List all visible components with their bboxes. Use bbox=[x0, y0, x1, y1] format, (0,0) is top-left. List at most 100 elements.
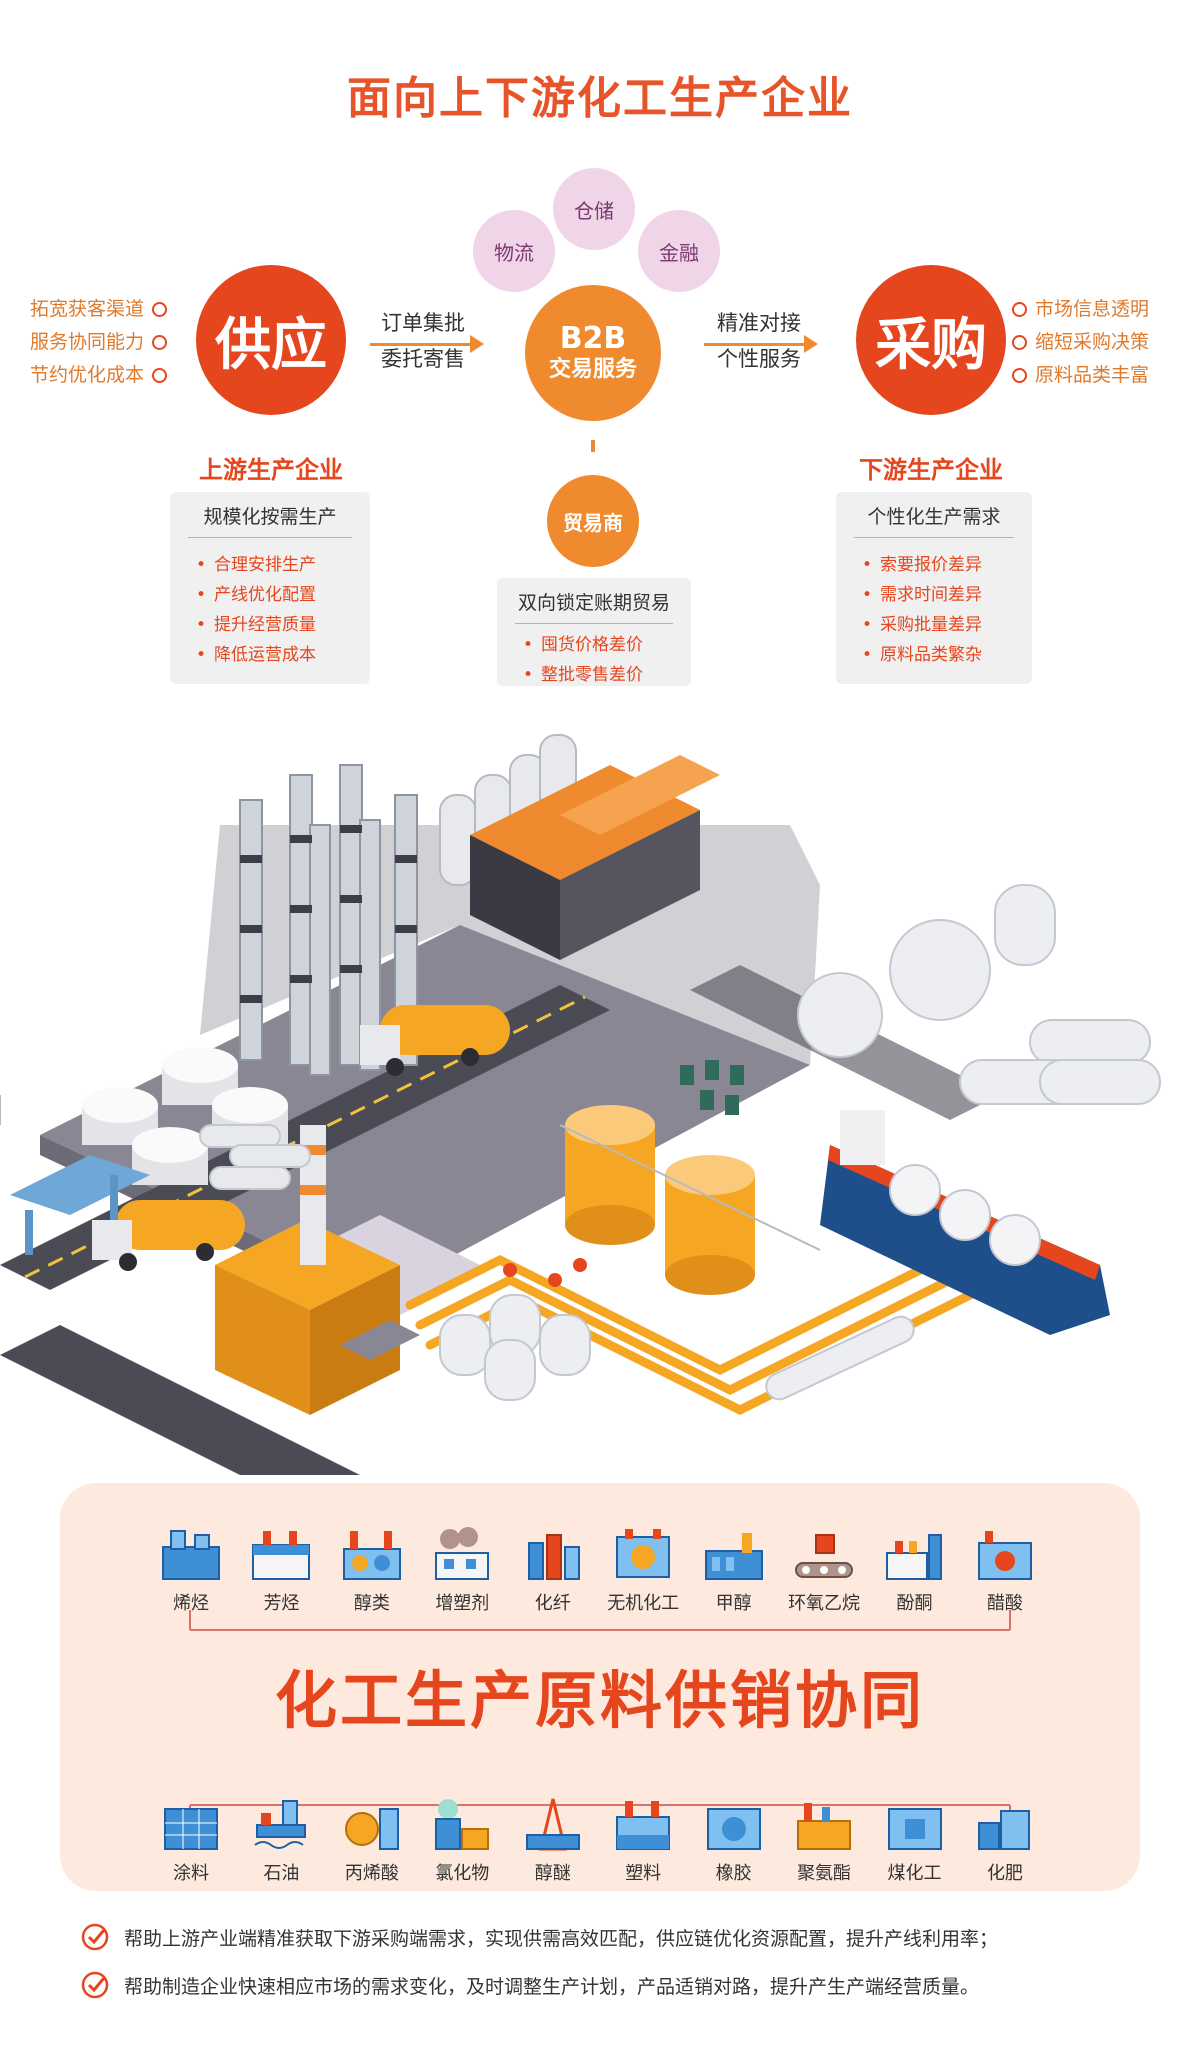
card-header: 规模化按需生产 bbox=[188, 492, 352, 538]
benefit-line: 帮助制造企业快速相应市场的需求变化，及时调整生产计划，产品适销对路，提升产生产端… bbox=[80, 1970, 979, 2000]
material-label: 烯烃 bbox=[173, 1593, 209, 1614]
chloride-plant-icon bbox=[435, 1799, 490, 1850]
arrow-line bbox=[370, 343, 470, 346]
card-item: 原料品类繁杂 bbox=[862, 640, 1032, 670]
rubber-leaf-icon bbox=[706, 1808, 761, 1850]
hub-subtitle: 交易服务 bbox=[548, 357, 637, 382]
purchase-card: 个性化生产需求 索要报价差异 需求时间差异 采购批量差异 原料品类繁杂 bbox=[836, 492, 1032, 684]
fiber-plant-icon bbox=[527, 1534, 580, 1580]
material-label: 醋酸 bbox=[986, 1593, 1023, 1614]
material-item: 橡胶 bbox=[691, 1795, 777, 1885]
arrow-right-icon bbox=[470, 335, 484, 353]
supply-card: 规模化按需生产 合理安排生产 产线优化配置 提升经营质量 降低运营成本 bbox=[170, 492, 370, 684]
card-item: 索要报价差异 bbox=[862, 550, 1032, 580]
check-circle-icon bbox=[81, 1971, 109, 1999]
material-item: 涂料 bbox=[148, 1795, 234, 1885]
material-item: 醇类 bbox=[329, 1525, 415, 1615]
b2b-hub: B2B 交易服务 bbox=[525, 285, 661, 421]
page-title: 面向上下游化工生产企业 bbox=[347, 73, 853, 124]
coating-solar-icon bbox=[164, 1808, 218, 1850]
material-label: 氯化物 bbox=[435, 1863, 490, 1884]
ring-icon bbox=[152, 302, 168, 317]
methanol-plant-icon bbox=[704, 1533, 763, 1580]
check-circle-icon bbox=[81, 1923, 109, 1951]
material-item: 化纤 bbox=[510, 1525, 596, 1615]
material-item: 化肥 bbox=[962, 1795, 1048, 1885]
material-label: 无机化工 bbox=[607, 1593, 680, 1614]
downstream-caption: 下游生产企业 bbox=[859, 456, 1003, 484]
industrial-park-illustration bbox=[0, 734, 1161, 1475]
card-item: 采购批量差异 bbox=[862, 610, 1032, 640]
alcohol-gear-icon bbox=[342, 1531, 401, 1580]
aromatic-factory-icon bbox=[252, 1531, 311, 1580]
card-item: 合理安排生产 bbox=[196, 550, 370, 580]
material-label: 化纤 bbox=[534, 1593, 571, 1614]
benefit-line: 帮助上游产业端精准获取下游采购端需求，实现供需高效匹配，供应链优化资源配置，提升… bbox=[80, 1922, 998, 1952]
purchase-benefits: 市场信息透明 缩短采购决策 原料品类丰富 bbox=[1012, 293, 1149, 392]
material-label: 橡胶 bbox=[715, 1863, 752, 1884]
material-item: 烯烃 bbox=[148, 1525, 234, 1615]
ring-icon bbox=[152, 368, 168, 383]
material-label: 芳烃 bbox=[263, 1593, 300, 1614]
center-title: 化工生产原料供销协同 bbox=[274, 1664, 925, 1737]
service-warehouse: 仓储 bbox=[553, 168, 635, 250]
material-label: 醇类 bbox=[353, 1593, 390, 1614]
material-label: 环氧乙烷 bbox=[788, 1593, 861, 1614]
inorganic-chemical-icon bbox=[616, 1529, 671, 1578]
purchase-benefit: 市场信息透明 bbox=[1035, 298, 1150, 320]
ring-icon bbox=[1012, 335, 1027, 350]
material-item: 醇醚 bbox=[510, 1795, 596, 1885]
upstream-caption: 上游生产企业 bbox=[199, 456, 343, 484]
material-label: 丙烯酸 bbox=[344, 1863, 399, 1884]
supply-benefit: 拓宽获客渠道 bbox=[30, 298, 145, 320]
oil-rig-icon bbox=[254, 1800, 307, 1849]
material-item: 塑料 bbox=[600, 1795, 686, 1885]
material-label: 涂料 bbox=[173, 1863, 209, 1884]
material-label: 甲醇 bbox=[715, 1593, 752, 1614]
benefit-text: 帮助上游产业端精准获取下游采购端需求，实现供需高效匹配，供应链优化资源配置，提升… bbox=[124, 1927, 999, 1950]
card-item: 需求时间差异 bbox=[862, 580, 1032, 610]
material-item: 石油 bbox=[238, 1795, 324, 1885]
ethylene-oxide-conveyor-icon bbox=[795, 1534, 854, 1578]
supply-benefit: 节约优化成本 bbox=[30, 364, 145, 386]
card-item: 整批零售差价 bbox=[523, 660, 691, 690]
olefin-factory-icon bbox=[162, 1530, 220, 1580]
card-item: 降低运营成本 bbox=[196, 640, 370, 670]
connector-lines bbox=[189, 1610, 1011, 1825]
supply-bubble: 供应 bbox=[196, 265, 346, 415]
material-label: 增塑剂 bbox=[435, 1593, 490, 1614]
polyurethane-plant-icon bbox=[797, 1803, 852, 1850]
material-label: 酚酮 bbox=[896, 1593, 933, 1614]
connector-label: 订单集批 bbox=[381, 311, 465, 335]
card-header: 个性化生产需求 bbox=[854, 492, 1014, 538]
fertilizer-plant-icon bbox=[977, 1810, 1030, 1850]
material-item: 甲醇 bbox=[691, 1525, 777, 1615]
material-label: 醇醚 bbox=[534, 1863, 571, 1884]
ring-icon bbox=[1012, 302, 1027, 317]
glycol-ether-tower-icon bbox=[525, 1798, 580, 1851]
benefit-text: 帮助制造企业快速相应市场的需求变化，及时调整生产计划，产品适销对路，提升产生产端… bbox=[124, 1975, 980, 1998]
plasticizer-plant-icon bbox=[435, 1527, 490, 1580]
material-item: 无机化工 bbox=[600, 1525, 686, 1615]
acetic-acid-plant-icon bbox=[977, 1531, 1032, 1580]
ring-icon bbox=[1012, 368, 1027, 383]
left-connector: 订单集批 委托寄售 bbox=[370, 305, 476, 377]
material-item: 酚酮 bbox=[872, 1525, 958, 1615]
trader-bubble: 贸易商 bbox=[547, 475, 639, 567]
material-item: 丙烯酸 bbox=[329, 1795, 415, 1885]
material-item: 环氧乙烷 bbox=[781, 1525, 867, 1615]
card-item: 提升经营质量 bbox=[196, 610, 370, 640]
acrylic-acid-tank-icon bbox=[344, 1808, 399, 1850]
materials-top-row: 烯烃 芳烃 醇类 增塑剂 化纤 无机化工 甲醇 环氧乙烷 酚酮 醋酸 bbox=[148, 1525, 1048, 1615]
connector-label: 委托寄售 bbox=[381, 347, 465, 371]
material-label: 化肥 bbox=[986, 1863, 1023, 1884]
service-logistics: 物流 bbox=[473, 210, 555, 292]
coal-chemical-icon bbox=[887, 1808, 942, 1850]
material-item: 增塑剂 bbox=[419, 1525, 505, 1615]
arrow-right-icon bbox=[804, 335, 818, 353]
materials-panel bbox=[60, 1483, 1140, 1891]
card-header: 双向锁定账期贸易 bbox=[515, 578, 673, 624]
arrow-line bbox=[704, 343, 804, 346]
material-label: 聚氨酯 bbox=[797, 1863, 852, 1884]
material-item: 芳烃 bbox=[238, 1525, 324, 1615]
